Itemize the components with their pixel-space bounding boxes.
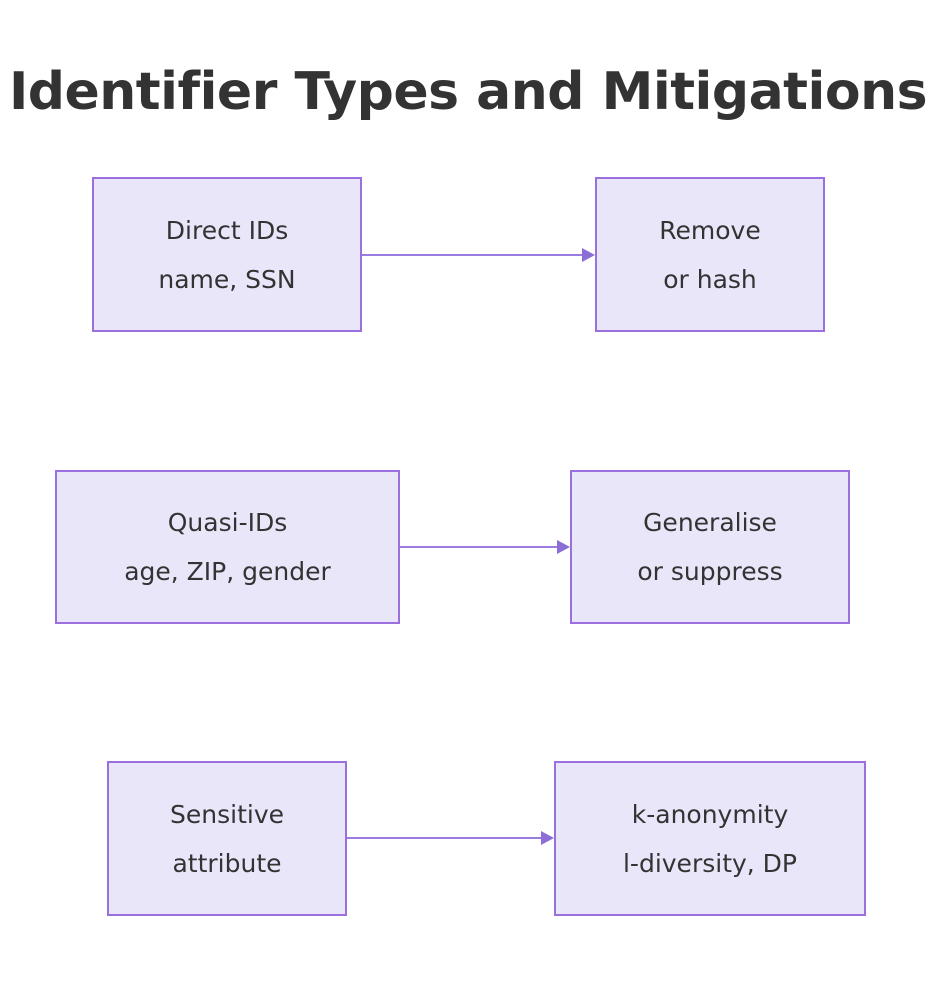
node-quasi-ids-line2: age, ZIP, gender [124, 557, 331, 586]
node-direct-ids[interactable]: Direct IDs name, SSN [92, 177, 362, 332]
arrow-quasi-ids-to-generalise-or-suppress [400, 540, 570, 554]
node-sensitive-attribute-line2: attribute [172, 848, 282, 878]
node-generalise-or-suppress-line1: Generalise [643, 508, 777, 537]
node-quasi-ids[interactable]: Quasi-IDs age, ZIP, gender [55, 470, 400, 624]
arrow-shaft [400, 546, 557, 548]
node-sensitive-attribute-line1: Sensitive [170, 799, 284, 829]
node-direct-ids-line2: name, SSN [158, 264, 296, 294]
node-generalise-or-suppress[interactable]: Generalise or suppress [570, 470, 850, 624]
arrow-head-icon [582, 248, 595, 262]
page-title: Identifier Types and Mitigations [8, 62, 928, 122]
node-quasi-ids-line1: Quasi-IDs [167, 508, 288, 537]
node-remove-or-hash-line1: Remove [659, 215, 761, 245]
node-sensitive-attribute[interactable]: Sensitive attribute [107, 761, 347, 916]
node-k-anonymity-line1: k-anonymity [631, 799, 789, 829]
node-k-anonymity-line2: l-diversity, DP [622, 848, 798, 878]
node-direct-ids-line1: Direct IDs [165, 215, 289, 245]
arrow-head-icon [557, 540, 570, 554]
node-generalise-or-suppress-line2: or suppress [637, 557, 783, 586]
node-k-anonymity-l-diversity-dp[interactable]: k-anonymity l-diversity, DP [554, 761, 866, 916]
node-remove-or-hash-line2: or hash [663, 264, 757, 294]
arrow-direct-ids-to-remove-or-hash [362, 248, 595, 262]
arrow-shaft [362, 254, 582, 256]
node-remove-or-hash[interactable]: Remove or hash [595, 177, 825, 332]
arrow-sensitive-attribute-to-k-anonymity [347, 831, 554, 845]
arrow-head-icon [541, 831, 554, 845]
arrow-shaft [347, 837, 541, 839]
